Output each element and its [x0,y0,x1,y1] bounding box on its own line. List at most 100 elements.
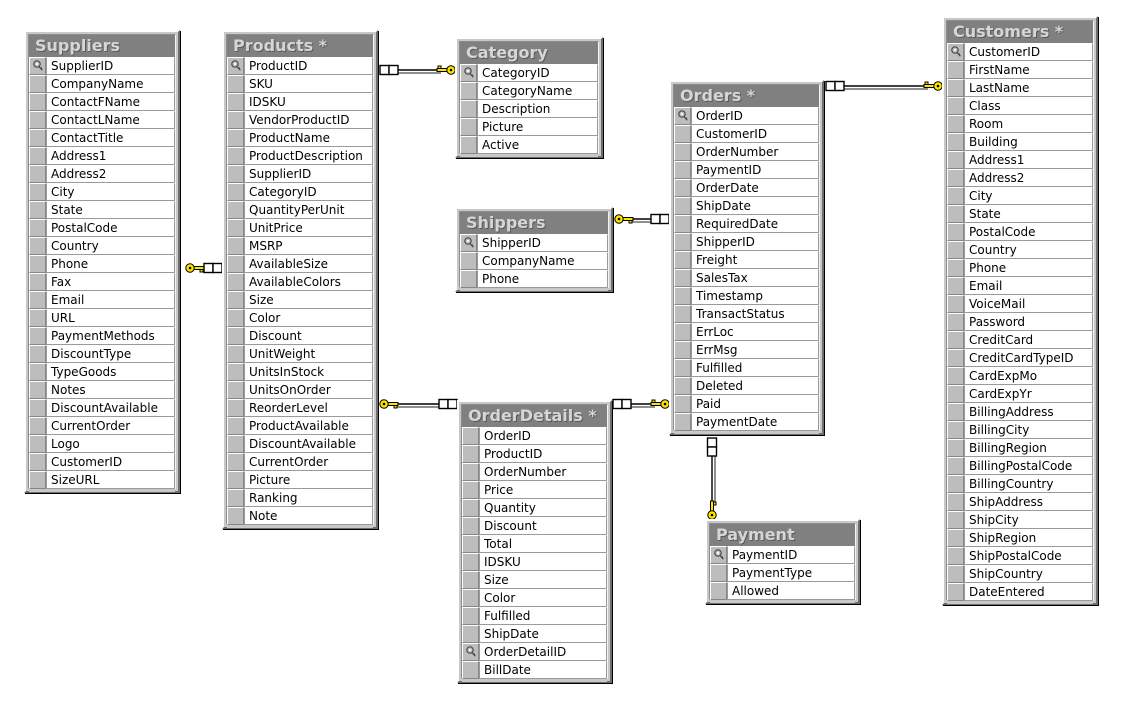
field-name[interactable]: Timestamp [691,287,819,305]
field-row[interactable]: UnitPrice [227,219,373,237]
field-row[interactable]: CurrentOrder [29,417,175,435]
field-row[interactable]: Notes [29,381,175,399]
field-name[interactable]: PaymentID [691,161,819,179]
field-name[interactable]: Note [244,507,373,525]
field-name[interactable]: SalesTax [691,269,819,287]
field-row[interactable]: ShipperID [674,233,819,251]
field-name[interactable]: AvailableSize [244,255,373,273]
field-row[interactable]: ContactTitle [29,129,175,147]
field-name[interactable]: AvailableColors [244,273,373,291]
field-name[interactable]: CustomerID [691,125,819,143]
field-row[interactable]: Note [227,507,373,525]
field-row[interactable]: BillingAddress [947,403,1093,421]
field-name[interactable]: BillingCity [964,421,1093,439]
field-row[interactable]: Password [947,313,1093,331]
field-name[interactable]: ContactTitle [46,129,175,147]
field-row[interactable]: Phone [29,255,175,273]
field-name[interactable]: BillDate [479,661,607,679]
field-name[interactable]: CreditCardTypeID [964,349,1093,367]
field-row[interactable]: CategoryName [460,82,598,100]
field-row[interactable]: BillingRegion [947,439,1093,457]
field-name[interactable]: Class [964,97,1093,115]
field-row[interactable]: DateEntered [947,583,1093,601]
field-name[interactable]: Phone [964,259,1093,277]
field-row[interactable]: Phone [947,259,1093,277]
field-name[interactable]: Deleted [691,377,819,395]
field-name[interactable]: ShipperID [477,234,608,252]
field-row[interactable]: CreditCardTypeID [947,349,1093,367]
field-name[interactable]: Address1 [964,151,1093,169]
field-row[interactable]: ShipRegion [947,529,1093,547]
field-name[interactable]: Fulfilled [479,607,607,625]
field-row[interactable]: Building [947,133,1093,151]
field-name[interactable]: QuantityPerUnit [244,201,373,219]
field-row[interactable]: BillingCountry [947,475,1093,493]
field-name[interactable]: City [964,187,1093,205]
field-name[interactable]: DiscountAvailable [46,399,175,417]
field-row[interactable]: SKU [227,75,373,93]
field-name[interactable]: State [964,205,1093,223]
field-name[interactable]: CurrentOrder [46,417,175,435]
field-name[interactable]: Size [244,291,373,309]
field-name[interactable]: Notes [46,381,175,399]
field-row[interactable]: CategoryID [460,64,598,82]
field-row[interactable]: Fulfilled [674,359,819,377]
table-title[interactable]: Payment [710,524,855,546]
field-name[interactable]: DateEntered [964,583,1093,601]
field-row[interactable]: UnitWeight [227,345,373,363]
field-row[interactable]: ShipDate [674,197,819,215]
field-row[interactable]: FirstName [947,61,1093,79]
field-name[interactable]: ShipDate [691,197,819,215]
field-name[interactable]: SizeURL [46,471,175,489]
field-row[interactable]: Email [29,291,175,309]
field-name[interactable]: ShipperID [691,233,819,251]
field-row[interactable]: OrderDetailID [462,643,607,661]
field-name[interactable]: DiscountAvailable [244,435,373,453]
field-row[interactable]: PaymentType [710,564,855,582]
field-name[interactable]: UnitWeight [244,345,373,363]
field-name[interactable]: SupplierID [46,57,175,75]
field-name[interactable]: ShipRegion [964,529,1093,547]
table-title[interactable]: Orders * [674,85,819,107]
field-row[interactable]: QuantityPerUnit [227,201,373,219]
field-name[interactable]: URL [46,309,175,327]
field-name[interactable]: ProductName [244,129,373,147]
field-name[interactable]: Quantity [479,499,607,517]
field-name[interactable]: Address2 [964,169,1093,187]
field-row[interactable]: URL [29,309,175,327]
relationship-shippers-orders[interactable] [614,213,670,225]
field-row[interactable]: Fulfilled [462,607,607,625]
field-name[interactable]: UnitsInStock [244,363,373,381]
field-name[interactable]: FirstName [964,61,1093,79]
field-name[interactable]: Picture [244,471,373,489]
field-row[interactable]: Address1 [29,147,175,165]
field-name[interactable]: CustomerID [964,43,1093,61]
field-name[interactable]: IDSKU [479,553,607,571]
field-row[interactable]: IDSKU [227,93,373,111]
field-row[interactable]: Address2 [29,165,175,183]
field-name[interactable]: SKU [244,75,373,93]
field-row[interactable]: BillDate [462,661,607,679]
field-name[interactable]: UnitPrice [244,219,373,237]
field-row[interactable]: Timestamp [674,287,819,305]
field-row[interactable]: BillingPostalCode [947,457,1093,475]
field-row[interactable]: Room [947,115,1093,133]
field-name[interactable]: Discount [479,517,607,535]
field-row[interactable]: CompanyName [29,75,175,93]
field-name[interactable]: ProductID [244,57,373,75]
field-name[interactable]: BillingRegion [964,439,1093,457]
field-row[interactable]: ContactFName [29,93,175,111]
field-row[interactable]: ProductAvailable [227,417,373,435]
table-title[interactable]: Category [460,42,598,64]
field-name[interactable]: Active [477,136,598,154]
field-name[interactable]: CompanyName [477,252,608,270]
field-name[interactable]: City [46,183,175,201]
field-row[interactable]: Picture [460,118,598,136]
field-name[interactable]: Email [46,291,175,309]
field-row[interactable]: MSRP [227,237,373,255]
field-row[interactable]: Description [460,100,598,118]
field-name[interactable]: ErrLoc [691,323,819,341]
field-name[interactable]: CardExpMo [964,367,1093,385]
